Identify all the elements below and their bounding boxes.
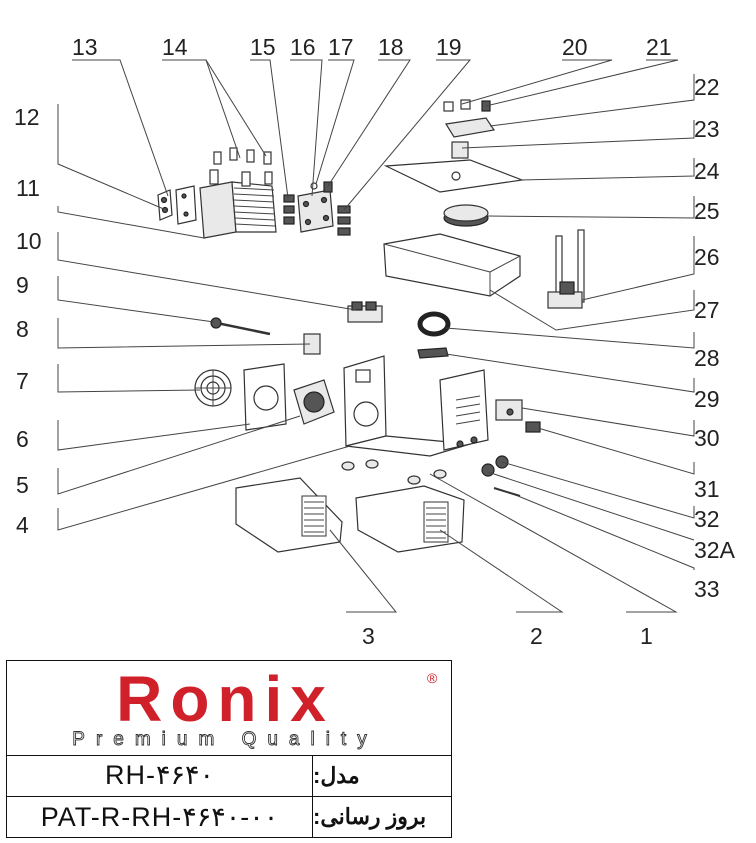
callout-23: 23 [694,116,720,142]
part-33-cable [493,487,521,497]
model-row: RH-۴۶۴۰ مدل: [7,755,451,797]
part-2-side-panel [355,485,465,553]
leader-lines [57,59,695,613]
callout-27: 27 [694,297,720,323]
callout-32A: 32A [694,537,736,563]
callout-16: 16 [290,34,316,60]
callout-25: 25 [694,198,720,224]
callout-28: 28 [694,345,720,371]
callout-1: 1 [640,623,653,649]
callout-13: 13 [72,34,98,60]
callout-31: 31 [694,476,720,502]
part-30-pcb [495,399,523,421]
callout-3: 3 [362,623,375,649]
part-18-component [323,181,333,193]
brand-tagline: Premium Quality [72,729,377,750]
part-7-fan-guard [194,369,232,407]
callout-19: 19 [436,34,462,60]
callout-15: 15 [250,34,276,60]
part-10-top-cover [383,233,521,297]
feet [341,459,447,485]
callout-26: 26 [694,244,720,270]
part-3-side-panel [235,477,343,553]
part-11-heatsink [199,169,277,239]
callout-17: 17 [328,34,354,60]
info-table: Ronix ® Premium Quality RH-۴۶۴۰ مدل: PAT… [6,660,452,838]
part-14-transistors [213,147,273,185]
callout-21: 21 [646,34,672,60]
callout-11: 11 [16,175,40,201]
callout-24: 24 [694,158,720,184]
callout-20: 20 [562,34,588,60]
callout-6: 6 [16,426,29,452]
part-15-diodes [283,194,295,225]
part-23-component [451,141,469,159]
callout-9: 9 [16,272,29,298]
part-26-transformer [547,229,585,309]
callout-29: 29 [694,386,720,412]
callout-33: 33 [694,576,720,602]
registered-mark: ® [427,670,438,686]
part-32-socket [481,455,509,477]
part-25-handle [443,204,489,227]
part-20-component-b [460,99,471,110]
callout-30: 30 [694,425,720,451]
ronix-logo: Ronix ® Premium Quality [72,663,438,750]
callout-12: 12 [14,104,40,130]
part-6-fan-panel [243,363,287,431]
part-12-bracket [157,189,173,221]
part-8-cable [210,317,271,336]
model-value: RH-۴۶۴۰ [7,755,313,796]
callout-7: 7 [16,368,29,394]
logo-cell: Ronix ® Premium Quality [7,661,451,756]
brand-name: Ronix [116,663,334,735]
part-5-fan [293,379,335,425]
update-label: بروز رسانی: [313,804,427,829]
callout-2: 2 [530,623,543,649]
callout-18: 18 [378,34,404,60]
callout-5: 5 [16,472,29,498]
part-29-board [417,347,449,359]
part-4-chassis [343,355,489,457]
callout-22: 22 [694,74,720,100]
part-13-plate [175,185,197,225]
part-31-connector [525,421,541,433]
callout-8: 8 [16,316,29,342]
callout-32: 32 [694,506,720,532]
exploded-parts-diagram: 1314151617181920212212232411251026927828… [14,34,736,649]
callout-4: 4 [16,512,29,538]
part-22-pcb [445,117,496,138]
part-16-heatsink-plate [297,189,334,233]
part-20-component [443,101,454,112]
callout-10: 10 [16,228,42,254]
part-28-toroid [417,311,451,337]
update-row: PAT-R-RH-۴۶۴۰-۰۰ بروز رسانی: [7,797,451,837]
callout-14: 14 [162,34,188,60]
update-value: PAT-R-RH-۴۶۴۰-۰۰ [7,797,313,837]
part-19-diodes [337,205,351,236]
part-9-block [347,301,383,323]
model-label: مدل: [313,762,360,788]
